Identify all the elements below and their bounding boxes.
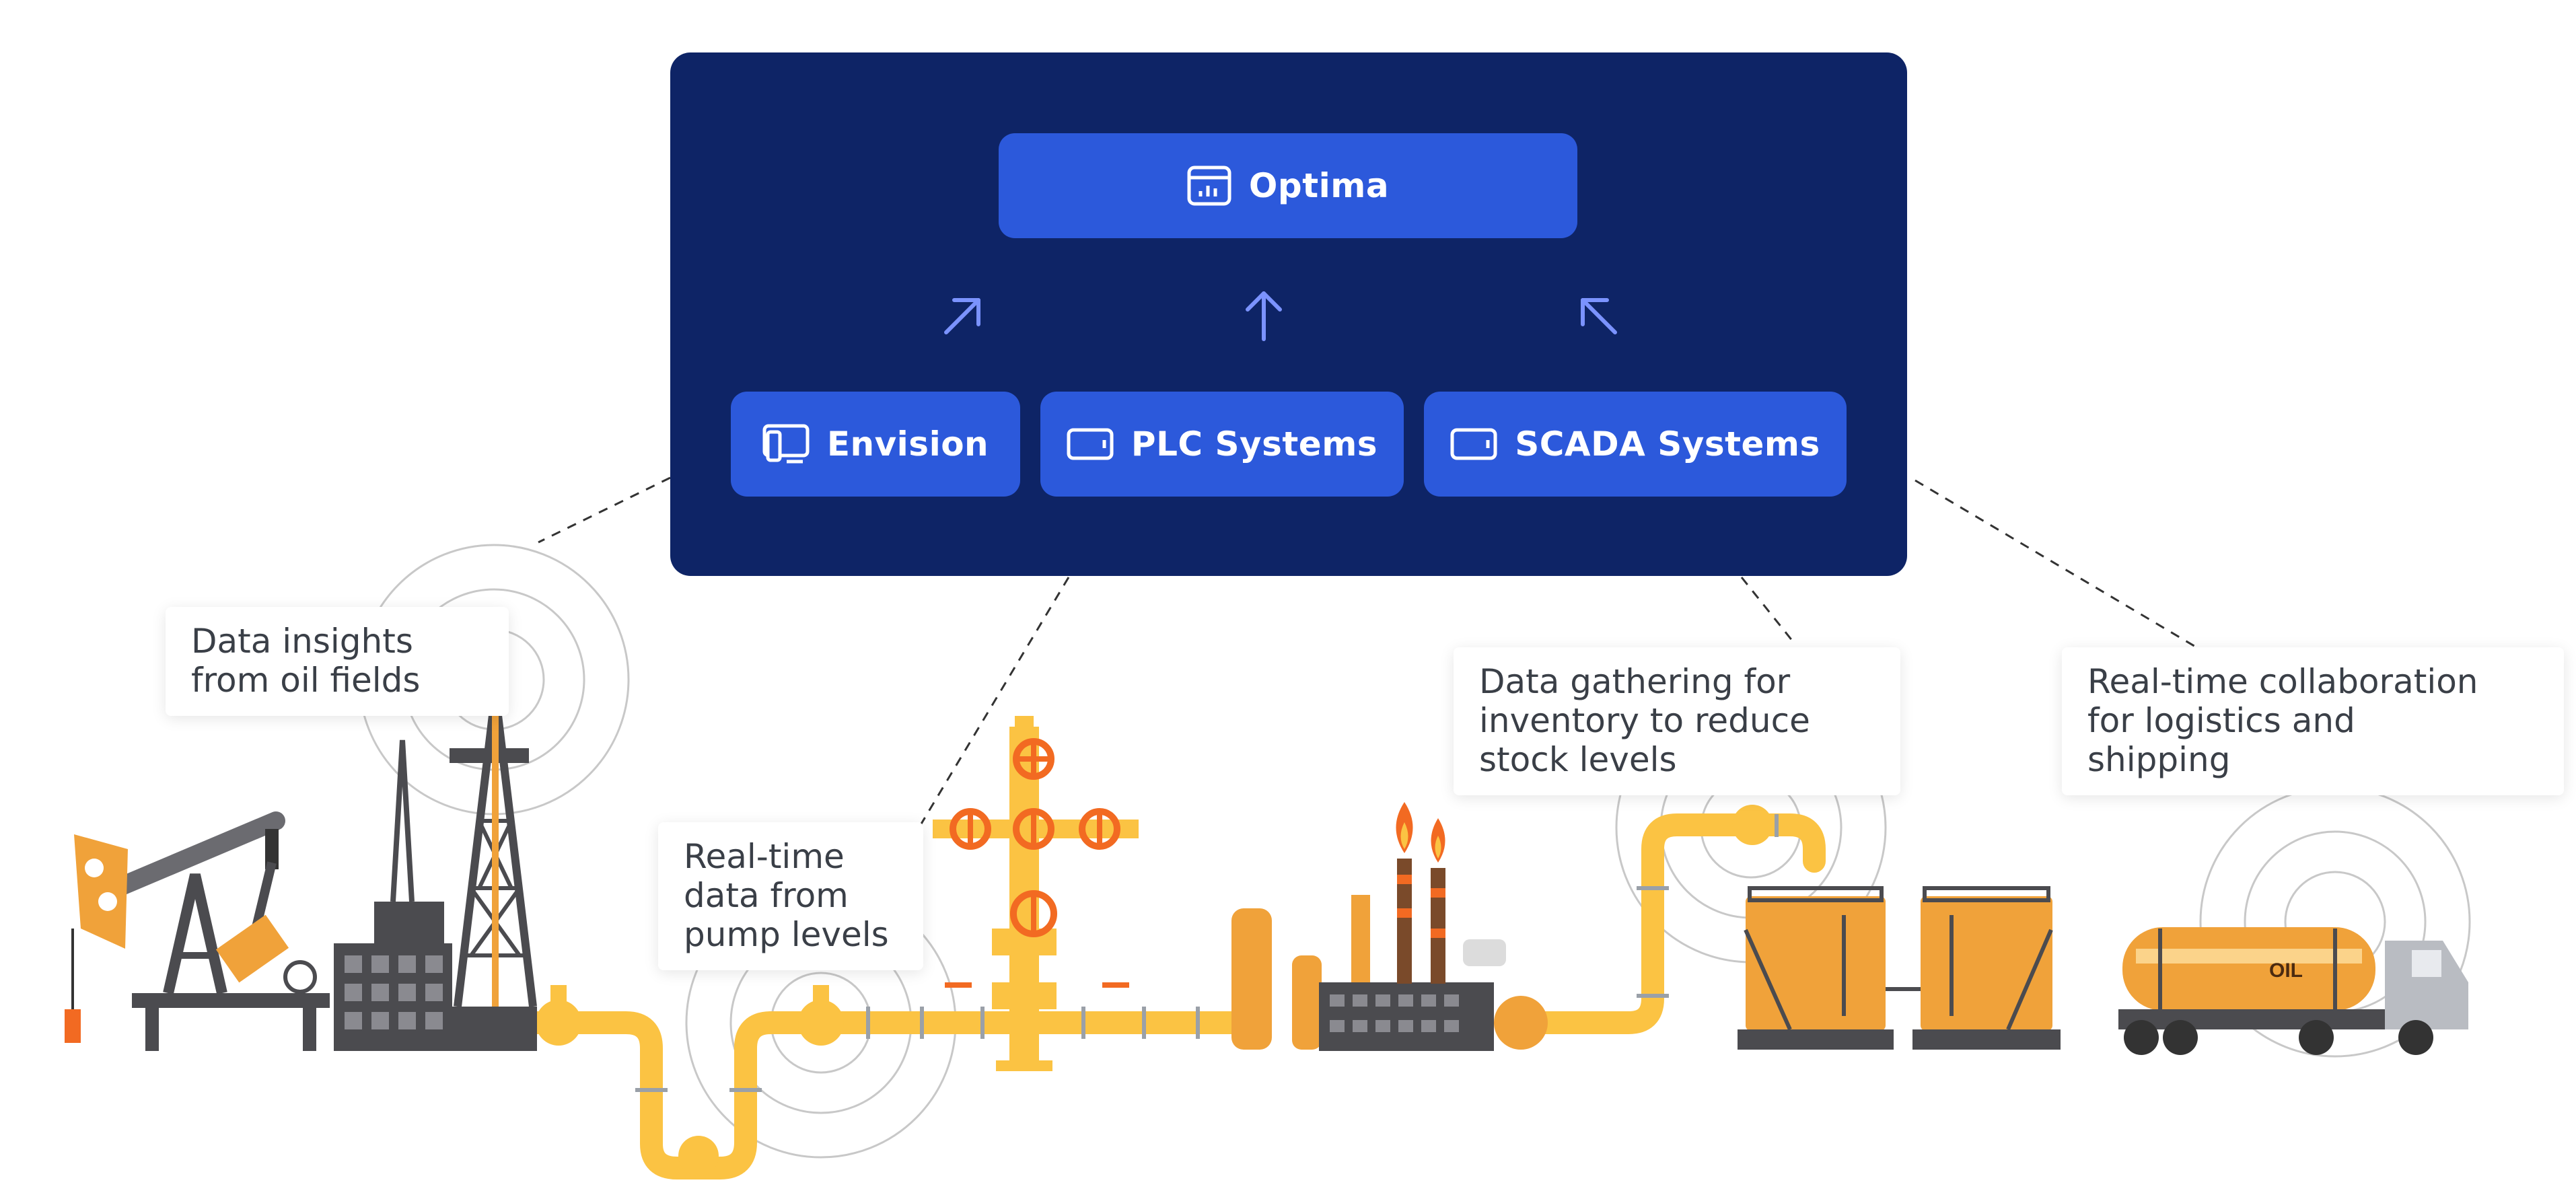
arrow-up-left-icon <box>1581 298 1617 334</box>
envision-label: Envision <box>826 425 989 464</box>
connector-pump <box>919 577 1070 826</box>
connector-logistics <box>1915 479 2197 649</box>
connector-lines <box>538 476 2197 826</box>
device-tablet-icon <box>1450 428 1497 460</box>
callout-inventory: Data gathering for inventory to reduce s… <box>1454 647 1900 795</box>
pump-jack <box>65 811 330 1051</box>
storage-tanks <box>1738 886 2061 1050</box>
plc-systems-label: PLC Systems <box>1131 425 1378 464</box>
arrow-up-right-icon <box>944 298 980 334</box>
arrow-up-icon <box>1246 291 1282 341</box>
refinery <box>1231 802 1506 1051</box>
wellhead <box>933 716 1139 1071</box>
pipe-joints <box>509 814 1779 1092</box>
envision-node[interactable]: Envision <box>731 392 1020 497</box>
integration-panel <box>670 52 1907 576</box>
scada-systems-node[interactable]: SCADA Systems <box>1424 392 1847 497</box>
connector-inventory <box>1740 577 1797 645</box>
device-tablet-icon <box>1067 428 1114 460</box>
callout-oil-fields: Data insights from oil fields <box>166 607 509 716</box>
tanker-truck: OIL <box>2118 927 2468 1055</box>
dashboard-window-icon <box>1187 166 1231 206</box>
connector-oil <box>538 476 671 544</box>
scada-systems-label: SCADA Systems <box>1515 425 1820 464</box>
optima-node[interactable]: Optima <box>999 133 1577 238</box>
plc-systems-node[interactable]: PLC Systems <box>1040 392 1404 497</box>
desktop-mobile-icon <box>762 424 810 464</box>
callout-pump-levels: Real-time data from pump levels <box>658 822 923 970</box>
truck-tank-label: OIL <box>2269 959 2303 982</box>
pipe-valves <box>536 805 1773 1176</box>
optima-label: Optima <box>1248 166 1390 205</box>
drilling-rigs <box>334 663 537 1051</box>
callout-logistics: Real-time collaboration for logistics an… <box>2062 647 2564 795</box>
